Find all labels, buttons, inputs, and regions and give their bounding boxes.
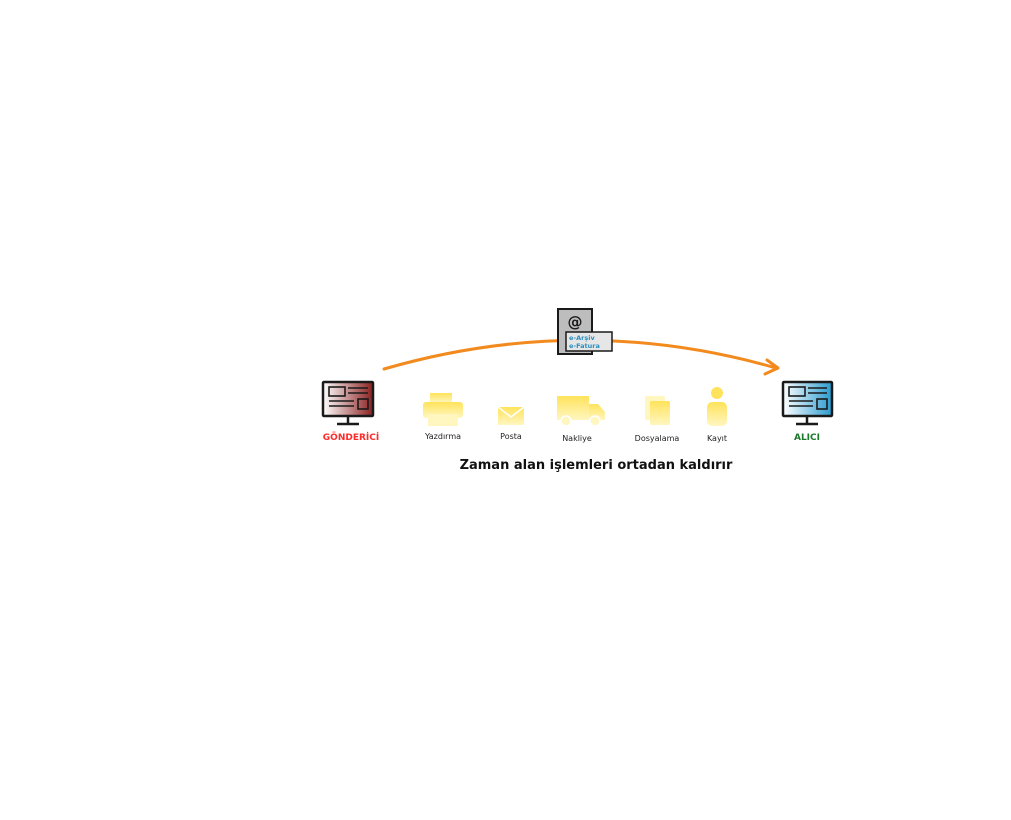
tag-e-arsiv: e-Arşiv	[569, 334, 595, 342]
envelope-icon	[497, 406, 525, 425]
sender-monitor-icon	[321, 380, 375, 426]
station-label-nakliye: Nakliye	[562, 434, 592, 443]
receiver-label: ALICI	[794, 433, 820, 443]
documents-icon	[645, 396, 670, 425]
person-icon	[707, 387, 727, 426]
tag-e-fatura: e-Fatura	[569, 342, 600, 350]
diagram-caption: Zaman alan işlemleri ortadan kaldırır	[460, 458, 733, 473]
truck-icon	[557, 396, 605, 427]
printer-icon	[423, 393, 463, 426]
station-label-yazdirma: Yazdırma	[424, 432, 461, 441]
station-label-kayit: Kayıt	[707, 434, 727, 443]
at-symbol: @	[568, 313, 583, 331]
e-document-icon: @ e-Arşiv e-Fatura	[557, 308, 613, 355]
station-label-posta: Posta	[500, 432, 522, 441]
sender-label: GÖNDERİCİ	[323, 432, 379, 443]
receiver-monitor-icon	[781, 380, 834, 426]
station-label-dosyalama: Dosyalama	[635, 434, 680, 443]
